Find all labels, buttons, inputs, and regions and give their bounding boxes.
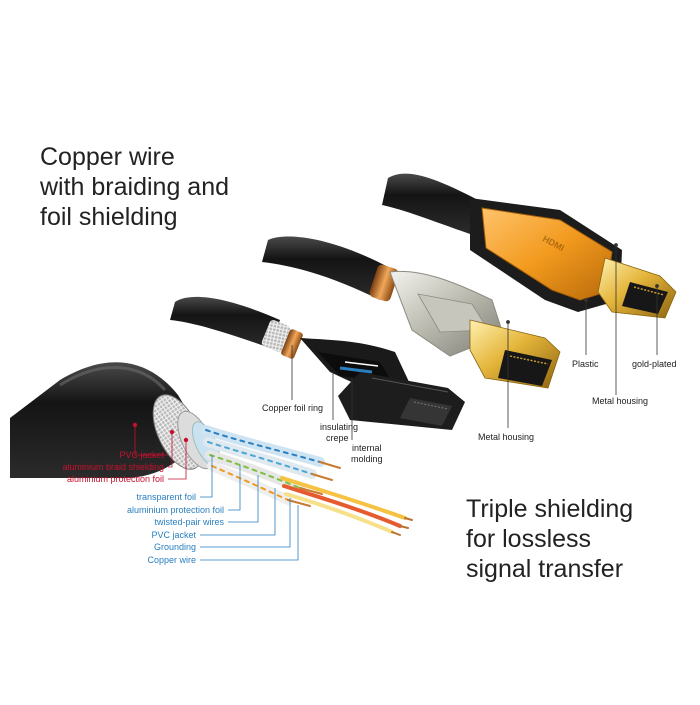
heading-right-line-1: Triple shielding (466, 495, 634, 523)
heading-right-line-3: signal transfer (466, 555, 624, 583)
heading-right-line-2: for lossless (466, 525, 592, 553)
label-grounding: Grounding (154, 542, 196, 552)
label-twisted-pair-wires: twisted-pair wires (154, 517, 224, 527)
heading-left-line-3: foil shielding (40, 203, 178, 231)
blue-leader-lines (200, 455, 299, 561)
red-labels: PVC jacket aluminium braid shielding alu… (62, 450, 164, 484)
orange-connector: HDMI (382, 173, 677, 319)
label-pvc-jacket-inner: PVC jacket (151, 530, 196, 540)
label-metal-housing-silver: Metal housing (478, 432, 534, 442)
label-internal: internal (352, 443, 382, 453)
label-insulating: insulating (320, 422, 358, 432)
label-metal-housing-gold: Metal housing (592, 396, 648, 406)
label-pvc-jacket: PVC jacket (119, 450, 164, 460)
cutaway-cable (10, 362, 221, 479)
heading-triple-shielding: Triple shielding for lossless signal tra… (466, 494, 633, 584)
silver-connector (262, 236, 561, 389)
label-copper-wire: Copper wire (147, 555, 196, 565)
molding-labels: Copper foil ring insulating crepe intern… (262, 403, 383, 464)
label-aluminium-braid-shielding: aluminium braid shielding (62, 462, 164, 472)
label-crepe: crepe (326, 433, 349, 443)
heading-left-line-2: with braiding and (40, 173, 230, 201)
orange-leader-lines (584, 243, 659, 395)
label-aluminium-protection-foil-inner: aluminium protection foil (127, 505, 224, 515)
twisted-pairs (201, 425, 413, 536)
label-molding: molding (351, 454, 383, 464)
label-plastic: Plastic (572, 359, 599, 369)
label-gold-plated: gold-plated (632, 359, 677, 369)
red-leader-lines (132, 422, 189, 480)
blue-labels: transparent foil aluminium protection fo… (127, 492, 225, 565)
silver-leader-line (506, 320, 510, 428)
heading-copper-wire: Copper wire with braiding and foil shiel… (40, 142, 229, 232)
label-copper-foil-ring: Copper foil ring (262, 403, 323, 413)
label-aluminium-protection-foil: aluminium protection foil (67, 474, 164, 484)
heading-left-line-1: Copper wire (40, 143, 175, 171)
molding-connector (170, 296, 465, 430)
molding-leader-lines (291, 345, 353, 440)
label-transparent-foil: transparent foil (136, 492, 196, 502)
orange-labels: Plastic Metal housing gold-plated (572, 359, 677, 406)
